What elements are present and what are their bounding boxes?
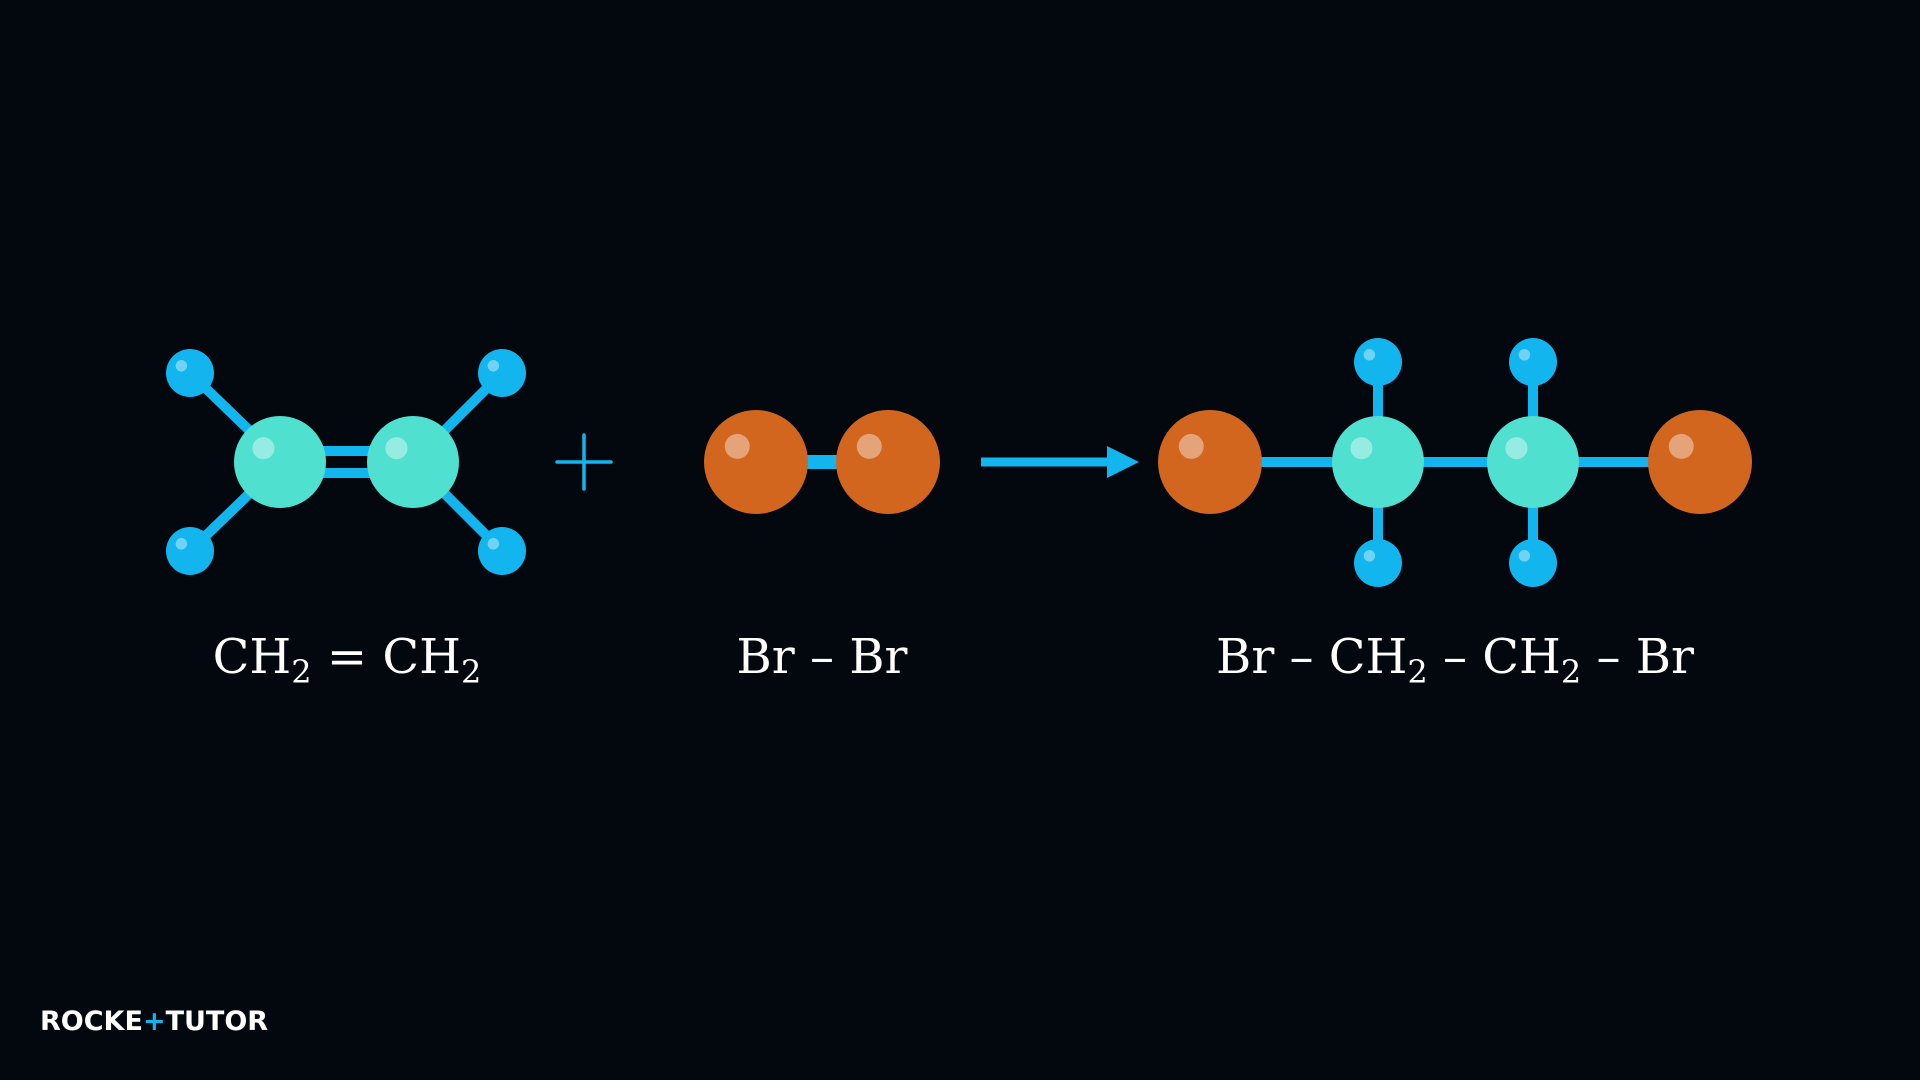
carbon-atom [1487,416,1579,508]
subscript-2: 2 [1561,653,1581,691]
formula-part: – Br [1581,629,1694,685]
atom-highlight [252,437,275,460]
atom-highlight [487,538,500,550]
atom-sphere [166,349,214,397]
atom-highlight [1668,433,1694,459]
atom-sphere [836,410,940,514]
atom-sphere [478,527,526,575]
plus-sign [555,433,613,491]
atom-highlight [724,433,750,459]
atom-sphere [1648,410,1752,514]
ethene-formula: CH2 = CH2 [213,629,482,691]
dibromoethane-bonds [1210,362,1700,562]
subscript-2: 2 [461,653,481,691]
ethene-molecule [166,349,526,575]
atom-sphere [478,349,526,397]
atom-highlight [1505,437,1528,460]
atom-highlight [1518,349,1531,361]
hydrogen-atom [1354,539,1402,587]
logo-plus-icon: + [142,1006,166,1037]
atom-sphere [166,527,214,575]
atom-sphere [1332,416,1424,508]
formula-part: – CH [1428,629,1561,685]
formula-part: Br – Br [737,629,908,685]
bromine-atom [836,410,940,514]
carbon-atom [367,416,459,508]
bromine-molecule [704,410,940,514]
atom-highlight [1350,437,1373,460]
atom-highlight [175,360,188,372]
atom-sphere [1509,338,1557,386]
hydrogen-atom [166,527,214,575]
hydrogen-atom [1354,338,1402,386]
hydrogen-atom [1509,338,1557,386]
atom-highlight [175,538,188,550]
reaction-arrow [981,446,1139,478]
arrow-head [1107,446,1139,478]
atom-sphere [1487,416,1579,508]
atom-highlight [856,433,882,459]
rockettutor-logo: ROCKE+TUTOR [40,1008,268,1035]
atom-highlight [385,437,408,460]
atom-sphere [704,410,808,514]
atom-highlight [1363,550,1376,562]
atom-highlight [1518,550,1531,562]
formula-part: Br – CH [1216,629,1407,685]
subscript-2: 2 [1407,653,1427,691]
atom-sphere [1354,338,1402,386]
carbon-atom [234,416,326,508]
atom-highlight [487,360,500,372]
atom-sphere [1354,539,1402,587]
atom-highlight [1363,349,1376,361]
hydrogen-atom [478,349,526,397]
hydrogen-atom [1509,539,1557,587]
bromine-atom [1158,410,1262,514]
atom-sphere [367,416,459,508]
logo-text-tuto: TUTO [165,1006,248,1037]
atom-highlight [1178,433,1204,459]
bromine-atom [1648,410,1752,514]
formula-part: = CH [312,629,461,685]
logo-text-rocke: ROCKE [40,1006,143,1037]
logo-text-r: R [247,1006,269,1037]
atom-sphere [1509,539,1557,587]
dibromoethane-formula: Br – CH2 – CH2 – Br [1216,629,1694,691]
hydrogen-atom [478,527,526,575]
bromine-atom [704,410,808,514]
subscript-2: 2 [291,653,311,691]
hydrogen-atom [166,349,214,397]
atom-sphere [1158,410,1262,514]
dibromoethane-molecule [1158,338,1752,587]
carbon-atom [1332,416,1424,508]
atom-sphere [234,416,326,508]
formula-part: CH [213,629,292,685]
bromine-formula: Br – Br [737,629,908,685]
